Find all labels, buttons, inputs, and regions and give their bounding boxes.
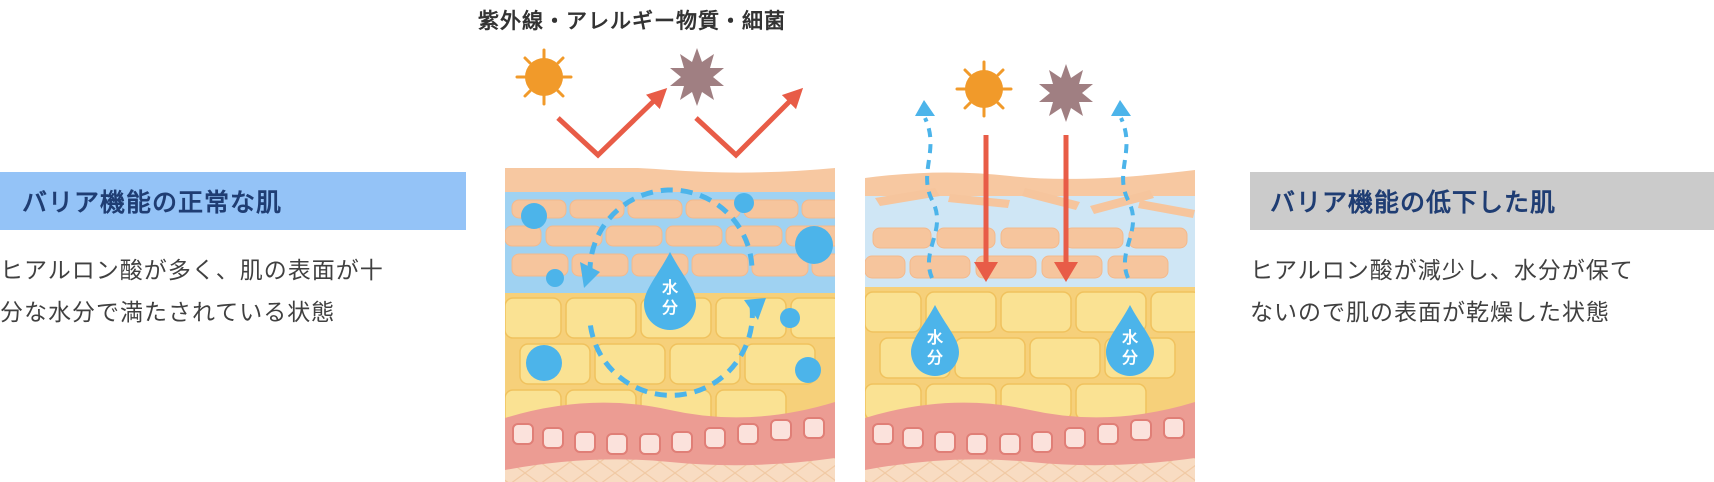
healthy-skin-panel: 水 分	[505, 166, 852, 482]
drop-char-2: 分	[662, 298, 678, 317]
sun-icon	[517, 50, 571, 104]
drop-char-1: 水	[1122, 328, 1139, 347]
dry-skin-panel: 水 分 水 分	[865, 170, 1201, 482]
germ-icon	[1039, 64, 1093, 122]
drop-char-2: 分	[1122, 348, 1138, 367]
drop-char-1: 水	[662, 278, 679, 297]
germ-icon	[670, 48, 724, 106]
reflect-arrow-germ	[696, 95, 796, 155]
drop-char-2: 分	[927, 348, 943, 367]
drop-char-1: 水	[927, 328, 944, 347]
sun-icon	[957, 62, 1011, 116]
reflect-arrow-uv	[558, 95, 660, 155]
